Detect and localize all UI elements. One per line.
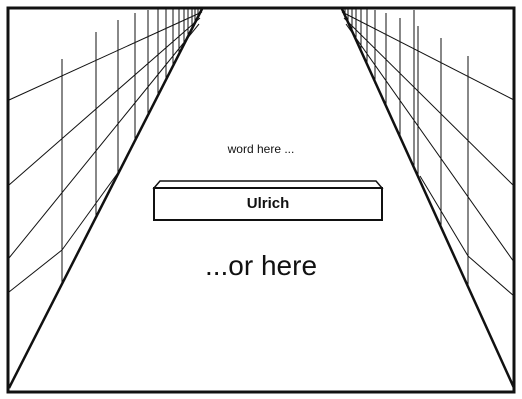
word-label: Ulrich xyxy=(154,195,382,212)
prompt-text: word here ... xyxy=(0,142,522,156)
alternative-text: ...or here xyxy=(0,250,522,282)
